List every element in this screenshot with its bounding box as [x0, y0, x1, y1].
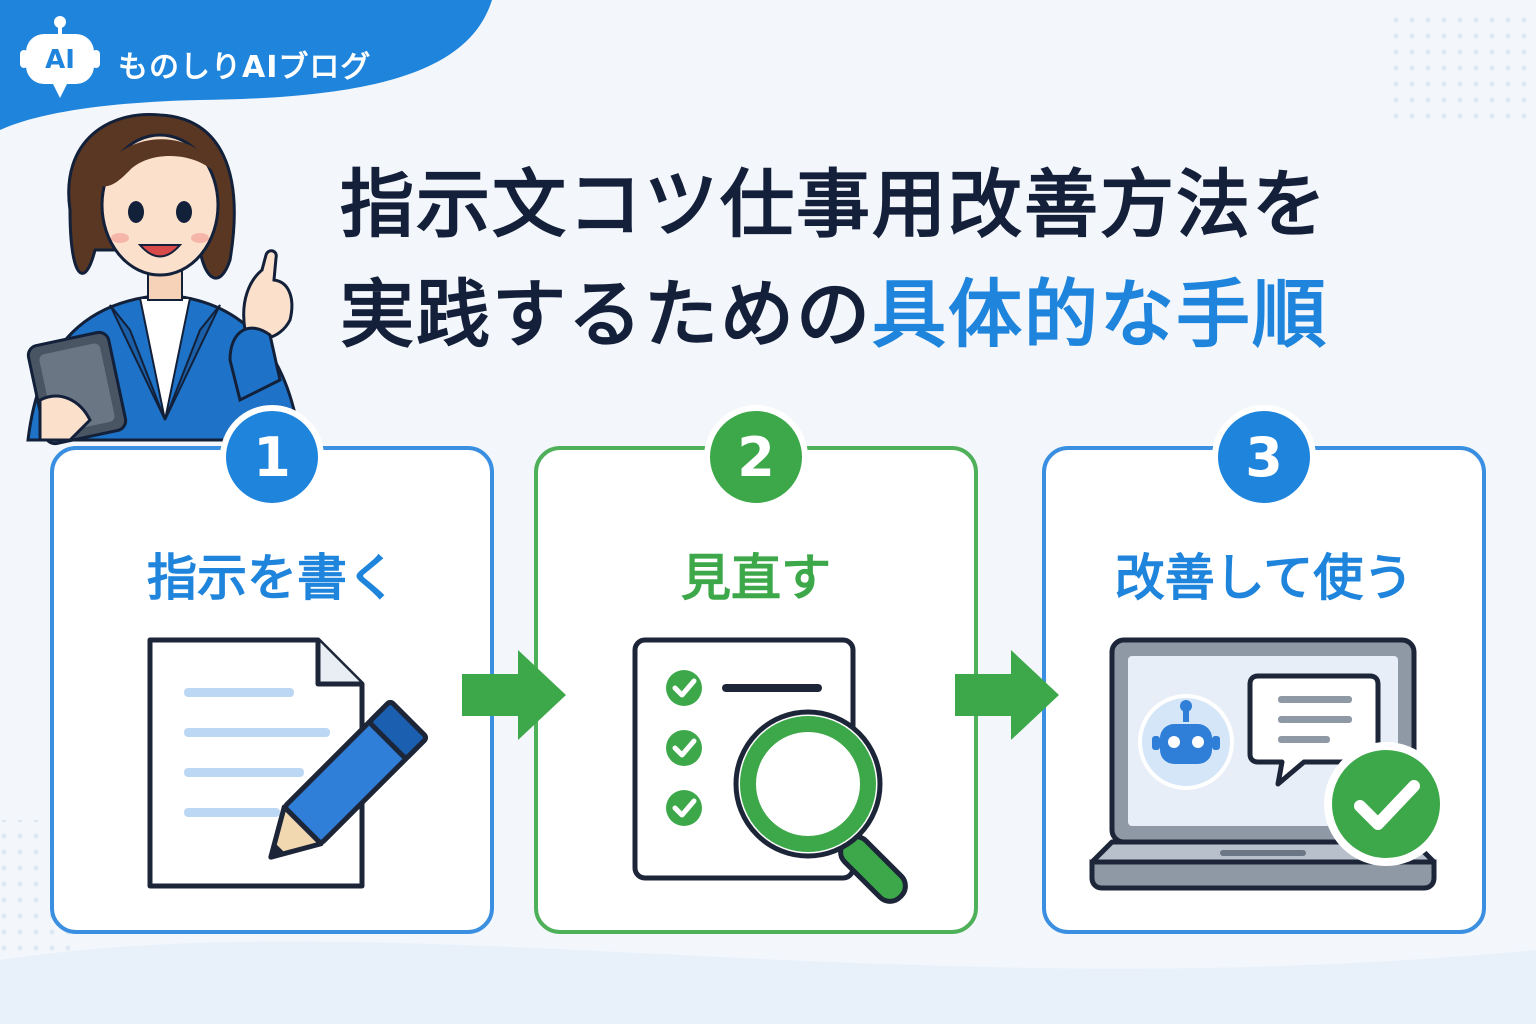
- arrow-right-icon-2: [955, 650, 1059, 740]
- document-pencil-icon: [147, 637, 428, 889]
- page-title-line2-highlight: 具体的な手順: [872, 272, 1328, 358]
- ai-robot-logo-icon: [20, 16, 100, 98]
- brand-name[interactable]: ものしりAIブログ: [118, 50, 372, 85]
- step-label-2: 見直す: [681, 549, 831, 607]
- page-title-line2-prefix: 実践するための: [340, 272, 872, 358]
- brand-header-shape: [0, 0, 492, 130]
- step-label-1: 指示を書く: [147, 549, 397, 607]
- dot-pattern-top-right: [1390, 8, 1530, 128]
- laptop-ai-check-icon: [1089, 637, 1448, 891]
- page-title-line1: 指示文コツ仕事用改善方法を: [340, 162, 1328, 248]
- brand-logo-text: AI: [45, 45, 75, 75]
- bottom-wave: [0, 941, 1536, 1024]
- step-number-3: 3: [1212, 405, 1316, 509]
- woman-illustration: [26, 112, 302, 446]
- checklist-magnifier-icon: [632, 637, 908, 904]
- page-title-line2: 実践するための具体的な手順: [340, 255, 1328, 362]
- step-label-3: 改善して使う: [1114, 549, 1414, 607]
- step-number-1: 1: [220, 405, 324, 509]
- step-number-2: 2: [704, 405, 808, 509]
- arrow-right-icon-1: [462, 650, 566, 740]
